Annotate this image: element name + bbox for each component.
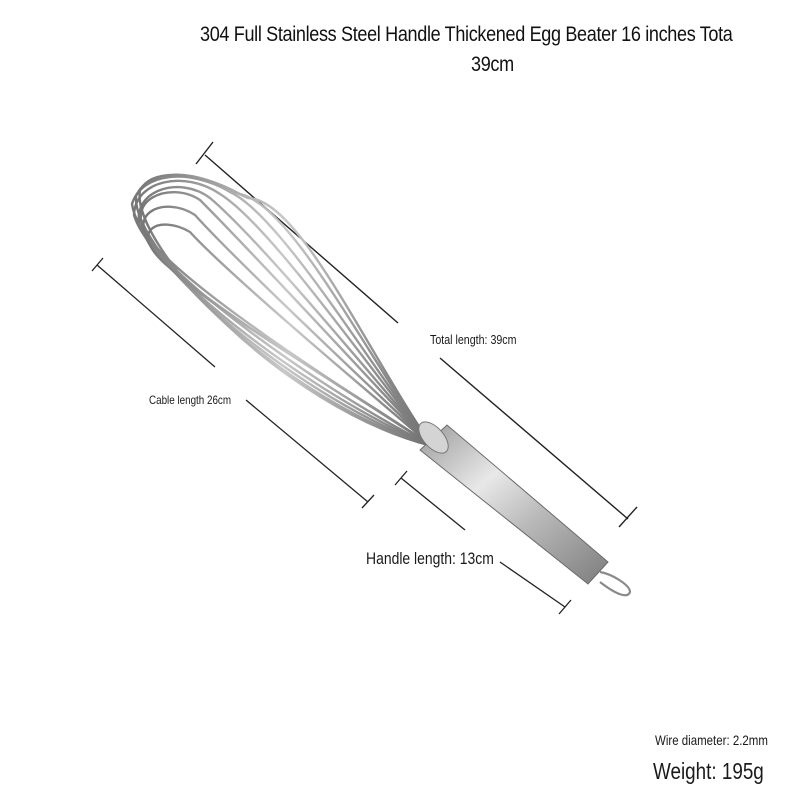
product-title: 304 Full Stainless Steel Handle Thickene… xyxy=(200,20,733,80)
wire-diameter-label: Wire diameter: 2.2mm xyxy=(655,732,768,748)
whisk-wires xyxy=(130,173,433,448)
product-title-line1: 304 Full Stainless Steel Handle Thickene… xyxy=(200,23,733,46)
cable-length-dimension-line xyxy=(91,257,375,509)
weight-label: Weight: 195g xyxy=(653,758,764,784)
total-length-label: Total length: 39cm xyxy=(430,332,517,347)
handle-length-label: Handle length: 13cm xyxy=(366,549,494,568)
whisk-handle xyxy=(418,421,632,597)
cable-length-label: Cable length 26cm xyxy=(149,393,232,407)
product-title-line2: 39cm xyxy=(470,53,514,76)
handle-length-dimension-line xyxy=(394,470,572,615)
